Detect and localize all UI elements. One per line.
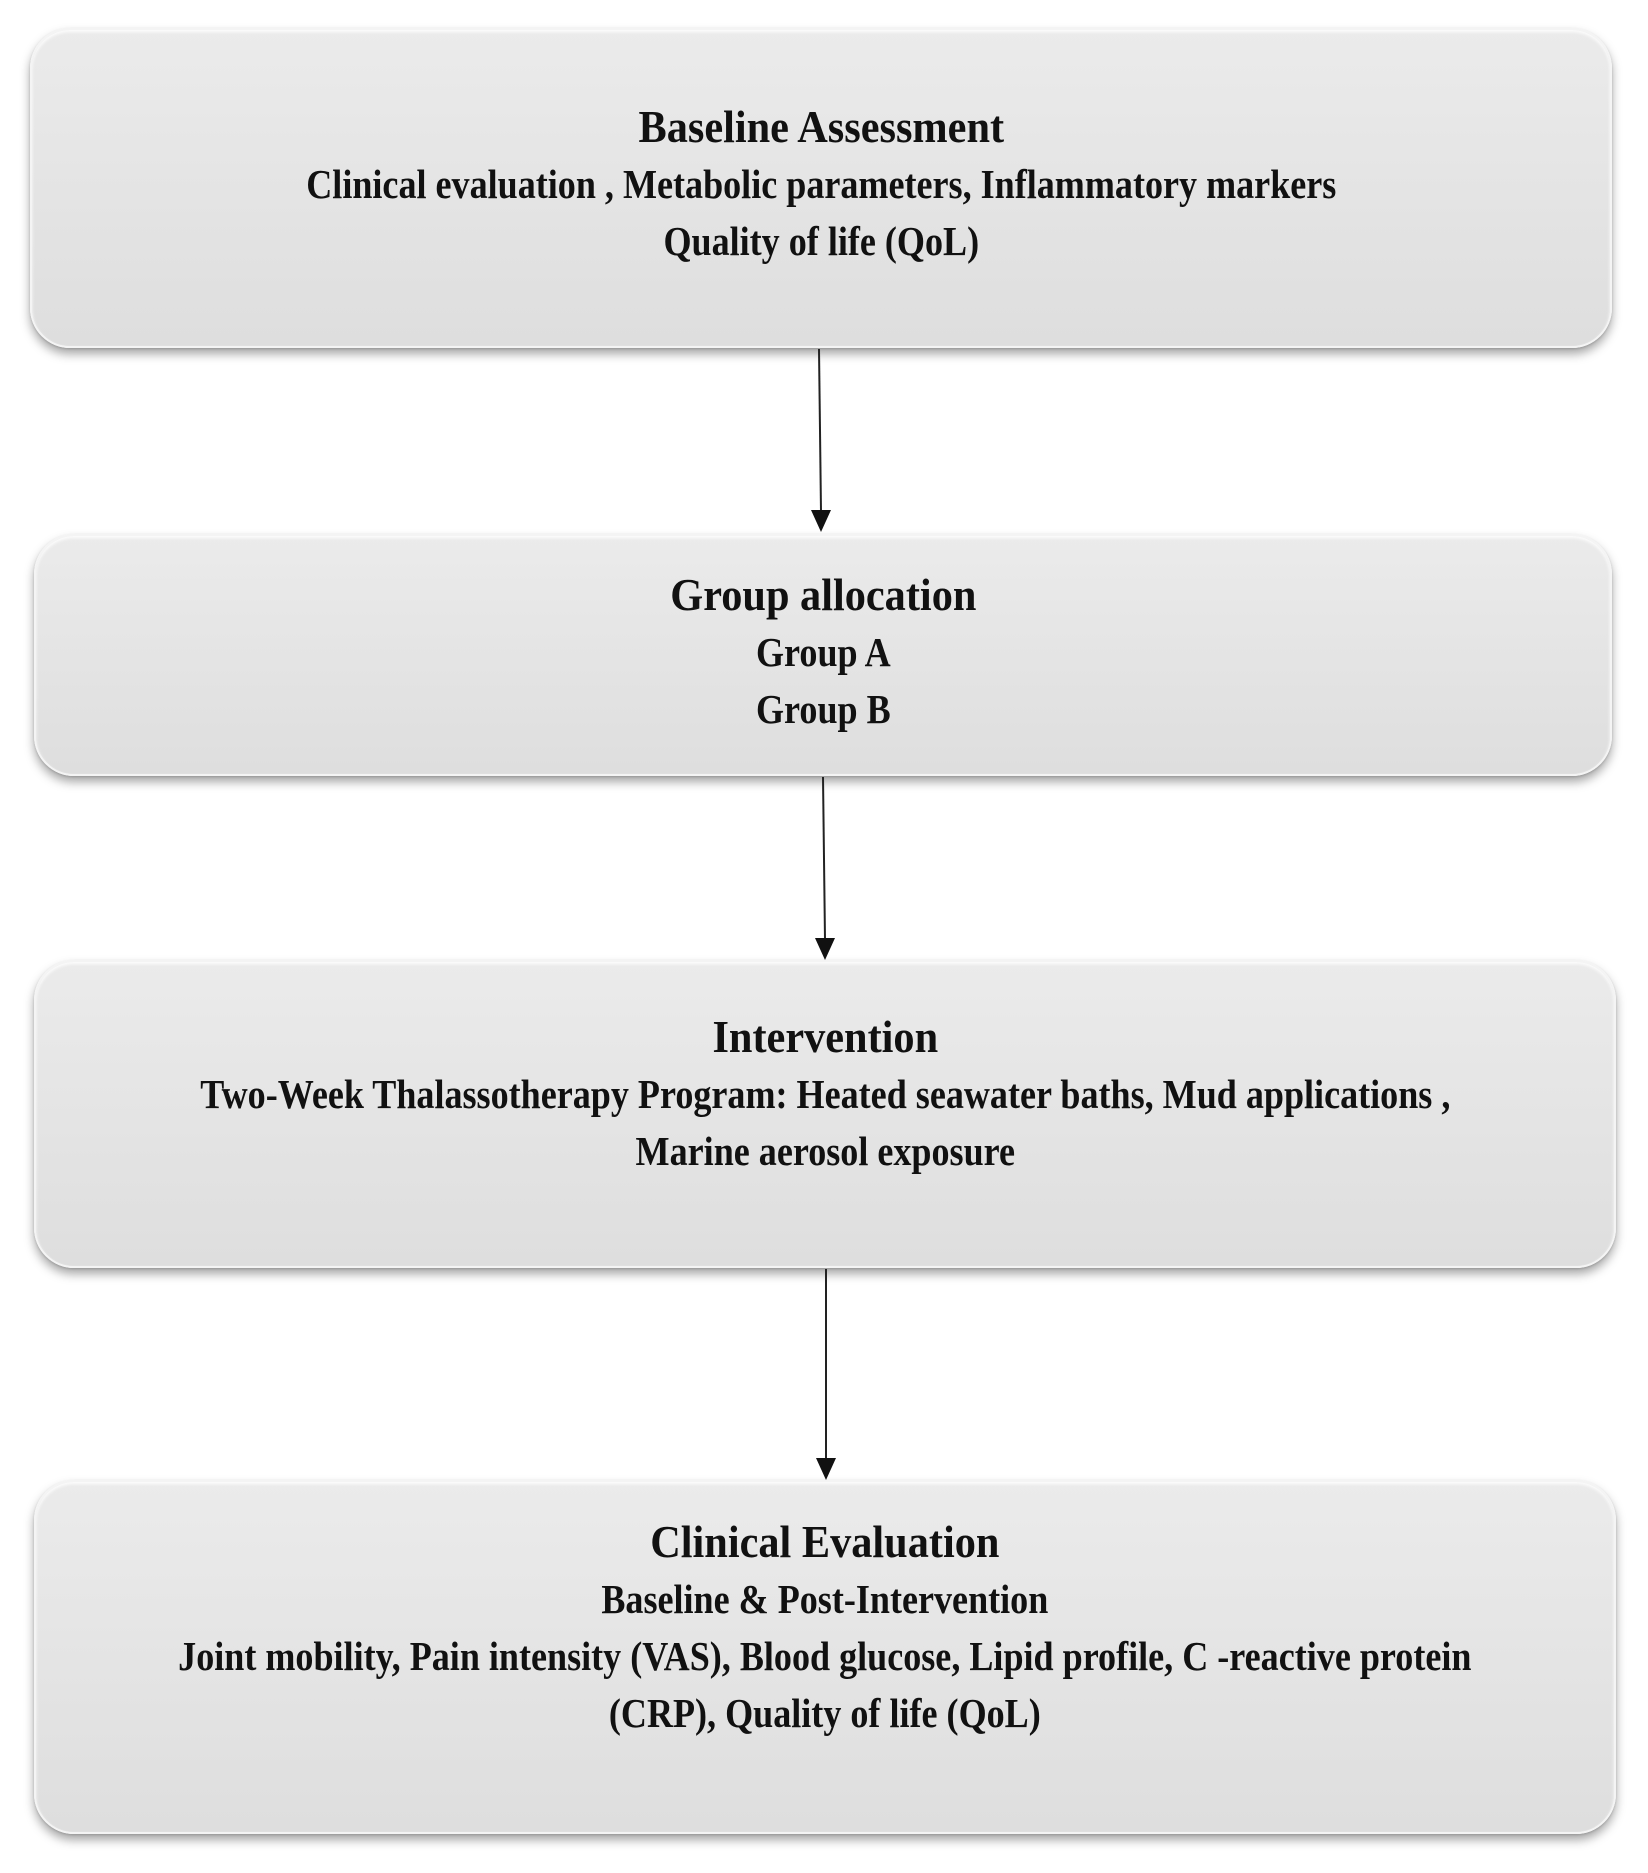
arrow-baseline-to-group (811, 348, 831, 532)
group-allocation-title: Group allocation (669, 569, 977, 620)
intervention-title: Intervention (712, 1011, 938, 1062)
clinical-evaluation-line-2: Joint mobility, Pain intensity (VAS), Bl… (178, 1632, 1472, 1679)
clinical-evaluation-line-1: Baseline & Post-Intervention (601, 1575, 1049, 1622)
baseline-assessment-content: Baseline Assessment Clinical evaluation … (236, 98, 1407, 270)
baseline-assessment-line-2: Quality of life (QoL) (663, 218, 979, 264)
group-allocation-content: Group allocation Group A Group B (657, 566, 990, 738)
intervention-content: Intervention Two-Week Thalassotherapy Pr… (115, 1008, 1536, 1180)
group-allocation-box: Group allocation Group A Group B (34, 534, 1612, 776)
clinical-evaluation-box: Clinical Evaluation Baseline & Post-Inte… (34, 1480, 1616, 1834)
clinical-evaluation-title: Clinical Evaluation (650, 1515, 1000, 1567)
group-allocation-line-1: Group A (755, 629, 891, 675)
intervention-line-1: Two-Week Thalassotherapy Program: Heated… (199, 1071, 1451, 1117)
arrow-group-to-intervention (815, 776, 835, 960)
clinical-evaluation-content: Clinical Evaluation Baseline & Post-Inte… (90, 1513, 1560, 1742)
clinical-evaluation-line-3: (CRP), Quality of life (QoL) (609, 1689, 1041, 1736)
baseline-assessment-title: Baseline Assessment (638, 101, 1004, 152)
group-allocation-line-2: Group B (755, 686, 891, 732)
intervention-line-2: Marine aerosol exposure (635, 1128, 1015, 1174)
intervention-box: Intervention Two-Week Thalassotherapy Pr… (34, 960, 1616, 1268)
baseline-assessment-line-1: Clinical evaluation , Metabolic paramete… (305, 161, 1337, 207)
baseline-assessment-box: Baseline Assessment Clinical evaluation … (30, 28, 1612, 348)
arrow-intervention-to-clinical (816, 1269, 836, 1480)
